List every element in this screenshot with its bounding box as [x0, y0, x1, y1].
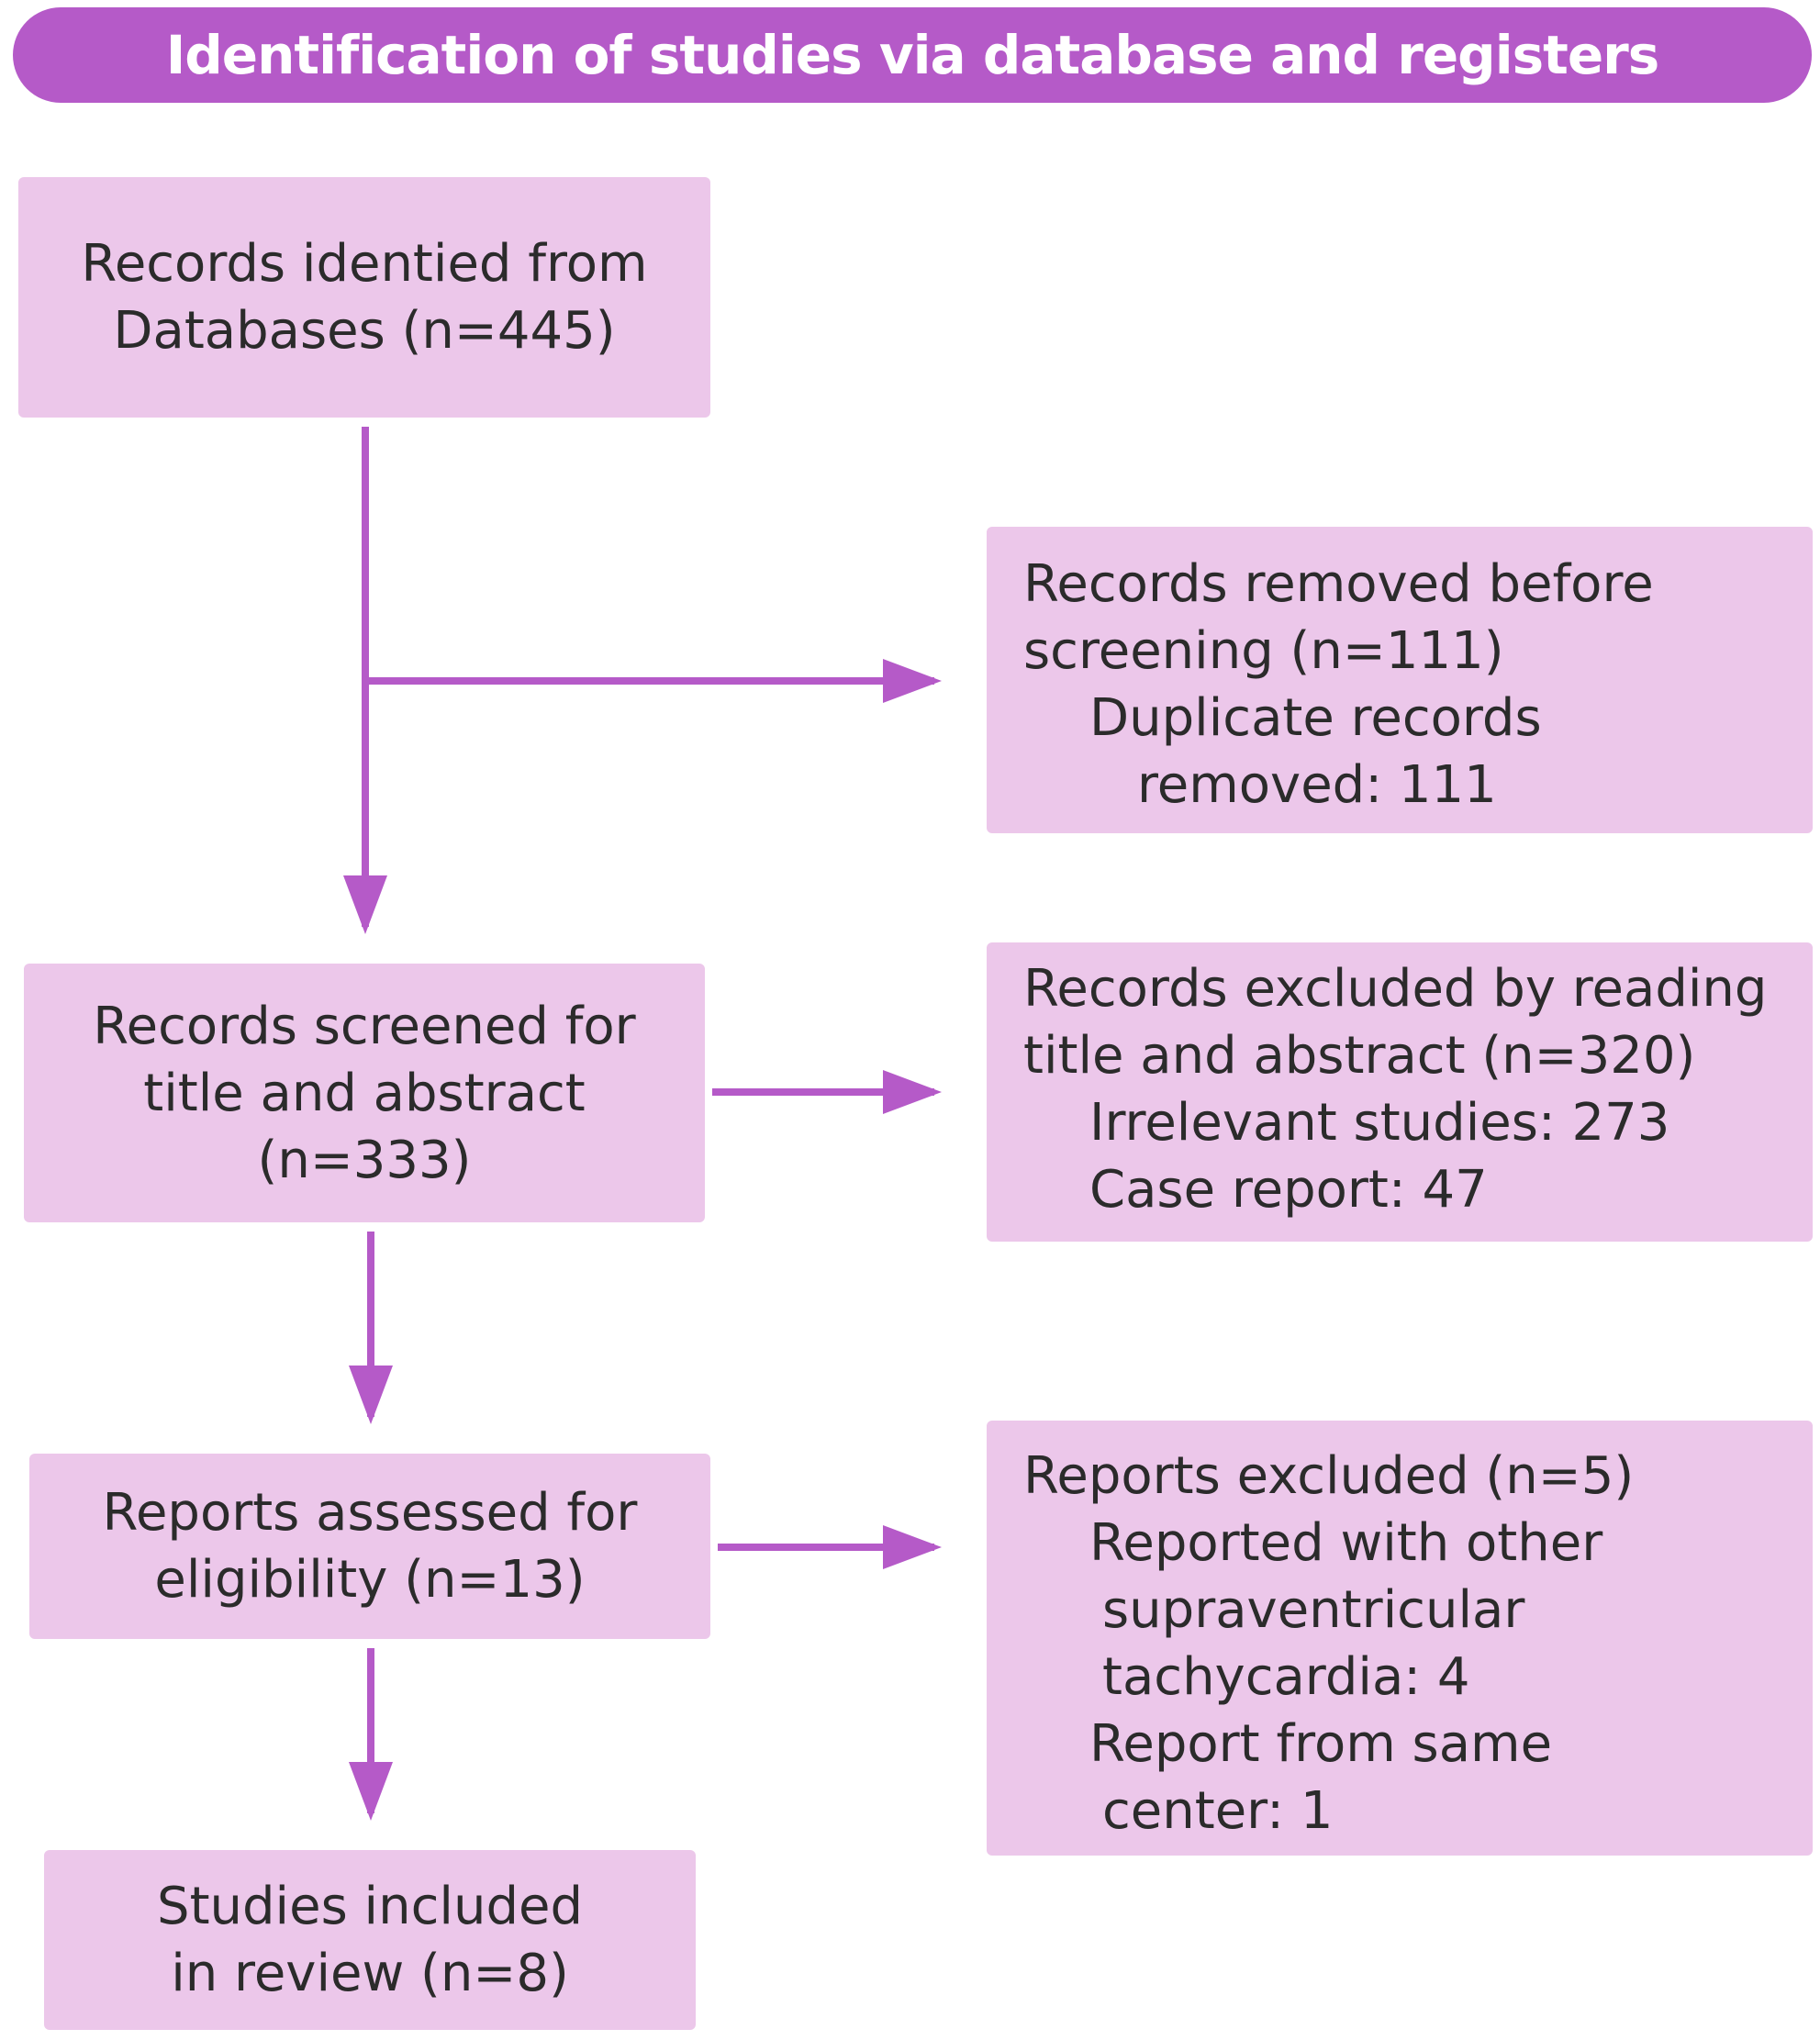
box-text-line: Report from same [1089, 1714, 1553, 1774]
diagram-title: Identification of studies via database a… [165, 24, 1660, 86]
box-reports-excluded: Reports excluded (n=5) Reported with oth… [987, 1421, 1813, 1856]
box-records-excluded-screening: Records excluded by reading title and ab… [987, 942, 1813, 1242]
box-text-line: supraventricular [1102, 1580, 1525, 1640]
box-text-line: title and abstract (n=320) [1023, 1026, 1696, 1086]
box-text-line: eligibility (n=13) [154, 1550, 586, 1610]
box-text-line: Case report: 47 [1089, 1160, 1488, 1220]
box-text-line: (n=333) [257, 1130, 472, 1190]
box-text-line: Duplicate records [1089, 688, 1542, 748]
box-text-line: tachycardia: 4 [1102, 1647, 1470, 1707]
title-banner: Identification of studies via database a… [13, 7, 1812, 103]
box-records-removed: Records removed before screening (n=111)… [987, 527, 1813, 833]
box-text-line: Reports assessed for [102, 1483, 638, 1543]
box-text-line: Records identied from [81, 234, 648, 294]
box-text-line: Reported with other [1089, 1513, 1603, 1573]
box-text-line: Records excluded by reading [1023, 959, 1768, 1019]
box-text-line: in review (n=8) [171, 1944, 569, 2003]
box-text-line: title and abstract [143, 1063, 586, 1123]
box-text-line: Irrelevant studies: 273 [1089, 1093, 1670, 1153]
box-reports-assessed: Reports assessed for eligibility (n=13) [29, 1454, 710, 1639]
box-text-line: Records screened for [93, 996, 636, 1056]
box-records-identified: Records identied from Databases (n=445) [18, 177, 710, 418]
box-studies-included: Studies included in review (n=8) [44, 1850, 696, 2030]
box-text-line: removed: 111 [1137, 755, 1497, 815]
box-text-line: Studies included [157, 1877, 583, 1936]
box-text-line: Records removed before [1023, 554, 1654, 614]
box-text-line: center: 1 [1102, 1781, 1334, 1841]
box-text-line: screening (n=111) [1023, 621, 1504, 681]
box-records-screened: Records screened for title and abstract … [24, 964, 705, 1222]
box-text-line: Databases (n=445) [113, 301, 616, 361]
box-text-line: Reports excluded (n=5) [1023, 1446, 1635, 1506]
